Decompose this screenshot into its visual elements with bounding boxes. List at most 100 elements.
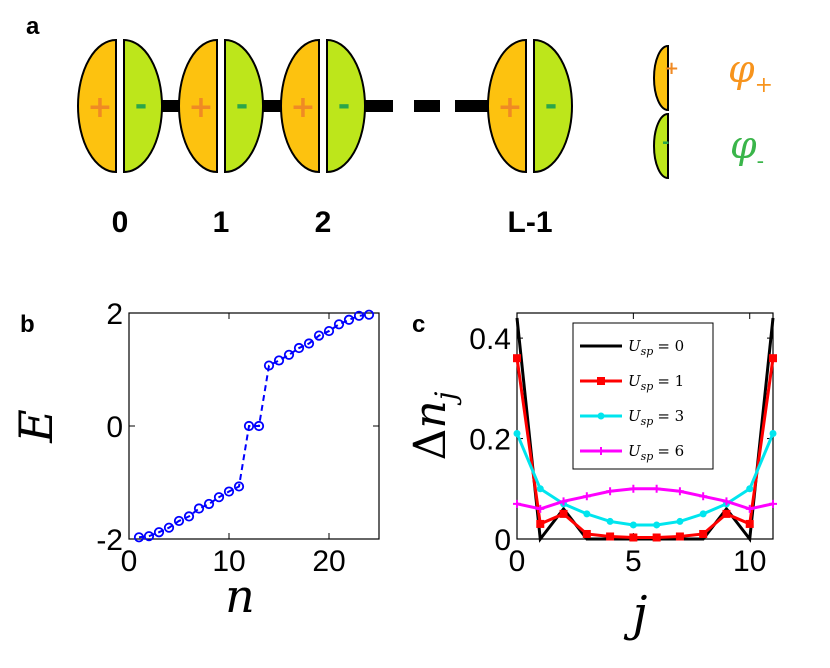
chart-b-point bbox=[323, 325, 335, 337]
chart-b-point bbox=[263, 360, 275, 371]
orbital-plus-half bbox=[487, 38, 527, 174]
chart-c-point bbox=[699, 529, 708, 538]
chart-c-point bbox=[769, 430, 777, 438]
chart-b-ytick-label: 0 bbox=[106, 411, 123, 444]
chart-c-ytick-label: 0.4 bbox=[469, 323, 511, 356]
chart-c-point bbox=[722, 497, 731, 506]
chart-c-point bbox=[513, 430, 521, 438]
chart-c-point bbox=[699, 510, 707, 518]
legend-entry-label: Usp= 0 bbox=[628, 337, 684, 358]
chart-c-ylabel: Δnj bbox=[405, 391, 462, 460]
chart-b-point bbox=[253, 420, 265, 432]
chart-b-point bbox=[313, 330, 325, 341]
phi-plus-orbital-icon bbox=[653, 44, 669, 112]
minus-sign: - bbox=[236, 88, 248, 123]
site-2: +- bbox=[280, 38, 366, 174]
chart-b-point bbox=[233, 481, 245, 492]
legend-swatch-marker bbox=[597, 447, 605, 455]
chart-c-point bbox=[582, 529, 591, 538]
chart-b-point bbox=[273, 355, 285, 366]
chart-c-point bbox=[606, 517, 614, 525]
chart-c-xtick-label: 5 bbox=[625, 545, 642, 578]
chart-b-point bbox=[303, 338, 315, 349]
legend-entry-label: Usp= 1 bbox=[628, 372, 684, 393]
chart-c-point bbox=[536, 485, 544, 493]
chart-c-xtick-label: 10 bbox=[733, 545, 766, 578]
chart-c-point bbox=[629, 484, 638, 493]
minus-sign: - bbox=[338, 88, 350, 123]
chart-b-data bbox=[133, 309, 375, 543]
minus-sign: - bbox=[545, 88, 557, 123]
chart-c-point bbox=[675, 487, 684, 496]
chart-c-legend: Usp= 0 Usp= 1 Usp= 3 Usp= 6 bbox=[572, 322, 714, 470]
phi-minus-label: φ- bbox=[730, 123, 764, 174]
plus-sign: + bbox=[188, 90, 213, 125]
chart-b-point bbox=[333, 319, 345, 330]
chart-c-point bbox=[745, 519, 754, 528]
chart-b-ytick-label: 2 bbox=[106, 298, 123, 331]
chart-c-ytick-label: 0 bbox=[494, 524, 511, 557]
site-3: +- bbox=[487, 38, 573, 174]
chart-b-point bbox=[243, 420, 255, 432]
orbital-minus-half bbox=[123, 38, 163, 174]
chart-c-point bbox=[629, 533, 638, 542]
chart-b-point bbox=[223, 486, 235, 497]
phi-plus-orbital-sign: + bbox=[664, 58, 679, 79]
chart-c-point bbox=[513, 354, 521, 363]
chart-b-point bbox=[173, 515, 185, 527]
minus-sign: - bbox=[135, 88, 147, 123]
chart-b-xlabel: n bbox=[225, 569, 255, 623]
site-1: +- bbox=[178, 38, 264, 174]
chart-c-point bbox=[746, 485, 754, 493]
legend-entry-label: Usp= 6 bbox=[628, 442, 684, 463]
chart-c-point bbox=[536, 519, 545, 528]
orbital-plus-half bbox=[178, 38, 218, 174]
chart-b-point bbox=[193, 503, 205, 514]
chart-c-point bbox=[769, 499, 777, 508]
chart-c-xlabel: j bbox=[624, 586, 648, 642]
chart-b-point bbox=[133, 532, 145, 543]
chart-c-point bbox=[652, 533, 661, 542]
chart-b-ytick-label: -2 bbox=[96, 524, 123, 557]
chart-c-point bbox=[559, 497, 568, 506]
chart-c-data bbox=[513, 317, 777, 543]
chart-c-point bbox=[583, 510, 591, 518]
chart-c-point bbox=[769, 354, 777, 363]
chain-sites: +-+-+-+- bbox=[77, 38, 573, 174]
chart-c-point bbox=[699, 492, 708, 501]
chart-b-point bbox=[283, 349, 295, 360]
chart-c-ytick-label: 0.2 bbox=[469, 424, 511, 457]
panel-a-letter: a bbox=[26, 13, 40, 40]
phi-plus-label: φ+ bbox=[728, 47, 773, 98]
chart-b-point bbox=[293, 342, 305, 354]
chart-b-point bbox=[143, 531, 155, 542]
chart-b-xtick-label: 10 bbox=[212, 545, 245, 578]
chart-b-point bbox=[183, 511, 195, 522]
site-label-1: 1 bbox=[213, 206, 230, 239]
orbital-plus-half bbox=[280, 38, 320, 174]
panel-a: a +-+-+-+- 0 1 2 L-1 + φ+ - φ- bbox=[26, 13, 773, 239]
site-label-last: L-1 bbox=[508, 206, 553, 239]
orbital-plus-half bbox=[77, 38, 117, 174]
chart-c-series-3 bbox=[513, 484, 777, 513]
chart-b-point bbox=[203, 498, 215, 510]
chart-b-xtick-label: 20 bbox=[312, 545, 345, 578]
chart-c-point bbox=[629, 521, 637, 529]
chart-b-point bbox=[363, 309, 375, 320]
legend-entry-label: Usp= 3 bbox=[628, 407, 684, 428]
chart-c-point bbox=[606, 487, 615, 496]
orbital-minus-half bbox=[326, 38, 366, 174]
phi-minus-orbital-sign: - bbox=[662, 132, 669, 153]
plus-sign: + bbox=[290, 90, 315, 125]
legend-swatch-marker bbox=[597, 377, 605, 385]
chart-b-point bbox=[153, 527, 165, 538]
chart-c-point bbox=[675, 532, 684, 541]
site-label-2: 2 bbox=[315, 206, 332, 239]
site-0: +- bbox=[77, 38, 163, 174]
legend-swatch-marker bbox=[597, 412, 605, 420]
chart-c-point bbox=[606, 532, 615, 541]
chart-b-xtick-label: 0 bbox=[121, 545, 138, 578]
